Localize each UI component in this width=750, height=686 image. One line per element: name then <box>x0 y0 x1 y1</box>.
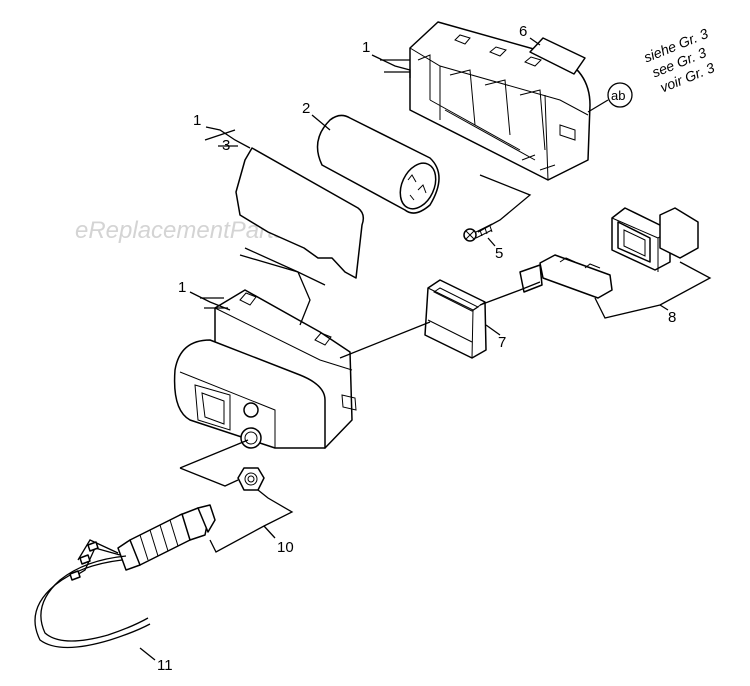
screw <box>463 223 493 242</box>
callout-3: 3 <box>222 137 230 154</box>
gasket <box>235 147 365 279</box>
top-cover-housing <box>409 21 591 181</box>
cable-gland <box>117 504 216 571</box>
callout-1-left: 1 <box>193 112 201 129</box>
capacitor <box>316 114 440 214</box>
callout-11: 11 <box>157 657 173 674</box>
callout-5: 5 <box>495 245 503 262</box>
callout-1-lower: 1 <box>178 279 186 296</box>
power-cable <box>34 539 151 649</box>
reference-note: siehe Gr. 3 see Gr. 3 voir Gr. 3 <box>641 25 717 95</box>
leader-lines <box>139 37 712 661</box>
callout-1-top: 1 <box>362 39 370 56</box>
reference-badge <box>607 82 633 108</box>
hex-nut <box>237 467 265 491</box>
callout-8: 8 <box>668 309 676 326</box>
callout-6: 6 <box>519 23 527 40</box>
callout-7: 7 <box>498 334 506 351</box>
label-plate <box>529 37 586 75</box>
reference-badge-text: ab <box>611 88 625 103</box>
lower-housing <box>173 289 357 449</box>
switch-assembly <box>519 207 699 299</box>
callout-2: 2 <box>302 100 310 117</box>
switch-cap <box>424 279 487 359</box>
callout-10: 10 <box>277 539 294 556</box>
